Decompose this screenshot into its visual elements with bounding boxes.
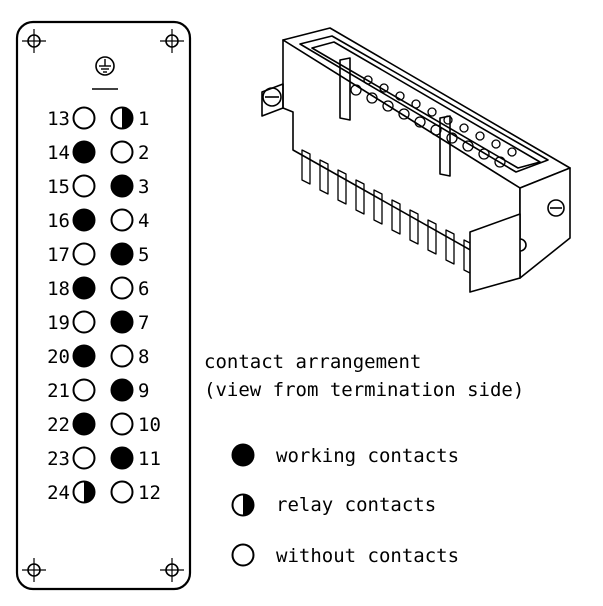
- contact-label-20: 20: [47, 346, 70, 368]
- screw-hole-bottom-left-icon: [22, 558, 46, 582]
- contact-label-15: 15: [47, 176, 70, 198]
- contact-label-18: 18: [47, 278, 70, 300]
- screw-hole-top-right-icon: [160, 29, 184, 53]
- contact-13-without-icon: [72, 106, 96, 130]
- legend-without-contact-icon: [231, 543, 255, 567]
- contact-8-without-icon: [110, 344, 134, 368]
- contact-5-working-icon: [110, 242, 134, 266]
- contact-6-without-icon: [110, 276, 134, 300]
- contact-label-12: 12: [138, 482, 161, 504]
- contact-label-5: 5: [138, 244, 149, 266]
- contact-label-21: 21: [47, 380, 70, 402]
- contact-label-6: 6: [138, 278, 149, 300]
- caption-line-2: (view from termination side): [204, 379, 524, 401]
- contact-20-working-icon: [72, 344, 96, 368]
- contact-15-without-icon: [72, 174, 96, 198]
- caption-line-1: contact arrangement: [204, 351, 421, 373]
- contact-label-9: 9: [138, 380, 149, 402]
- screw-hole-top-left-icon: [22, 29, 46, 53]
- contact-23-without-icon: [72, 446, 96, 470]
- legend-without-label: without contacts: [276, 545, 459, 567]
- contact-17-without-icon: [72, 242, 96, 266]
- connector-insert-illustration: [261, 27, 571, 293]
- screw-hole-bottom-right-icon: [160, 558, 184, 582]
- contact-label-13: 13: [47, 108, 70, 130]
- legend-relay-contact-icon: [231, 493, 255, 517]
- contact-16-working-icon: [72, 208, 96, 232]
- contact-1-relay-icon: [110, 106, 134, 130]
- contact-21-without-icon: [72, 378, 96, 402]
- contact-14-working-icon: [72, 140, 96, 164]
- legend: working contacts relay contacts without …: [231, 443, 459, 567]
- contact-label-24: 24: [47, 482, 70, 504]
- contact-label-8: 8: [138, 346, 149, 368]
- contact-9-working-icon: [110, 378, 134, 402]
- contact-10-without-icon: [110, 412, 134, 436]
- contact-label-14: 14: [47, 142, 70, 164]
- contact-22-working-icon: [72, 412, 96, 436]
- contact-12-without-icon: [110, 480, 134, 504]
- contact-11-working-icon: [110, 446, 134, 470]
- legend-working-contact-icon: [231, 443, 255, 467]
- contact-label-4: 4: [138, 210, 149, 232]
- contact-label-3: 3: [138, 176, 149, 198]
- contact-19-without-icon: [72, 310, 96, 334]
- legend-relay-label: relay contacts: [276, 494, 436, 516]
- contact-3-working-icon: [110, 174, 134, 198]
- contact-18-working-icon: [72, 276, 96, 300]
- contact-4-without-icon: [110, 208, 134, 232]
- contact-label-10: 10: [138, 414, 161, 436]
- contact-label-19: 19: [47, 312, 70, 334]
- contact-label-2: 2: [138, 142, 149, 164]
- contact-label-17: 17: [47, 244, 70, 266]
- protective-earth-icon: [92, 56, 118, 90]
- contact-label-23: 23: [47, 448, 70, 470]
- contact-label-16: 16: [47, 210, 70, 232]
- contact-label-7: 7: [138, 312, 149, 334]
- legend-working-label: working contacts: [276, 445, 459, 467]
- contact-7-working-icon: [110, 310, 134, 334]
- contact-label-11: 11: [138, 448, 161, 470]
- connector-face-plate: [15, 20, 192, 591]
- contact-24-relay-icon: [72, 480, 96, 504]
- contact-label-1: 1: [138, 108, 149, 130]
- contact-label-22: 22: [47, 414, 70, 436]
- contact-2-without-icon: [110, 140, 134, 164]
